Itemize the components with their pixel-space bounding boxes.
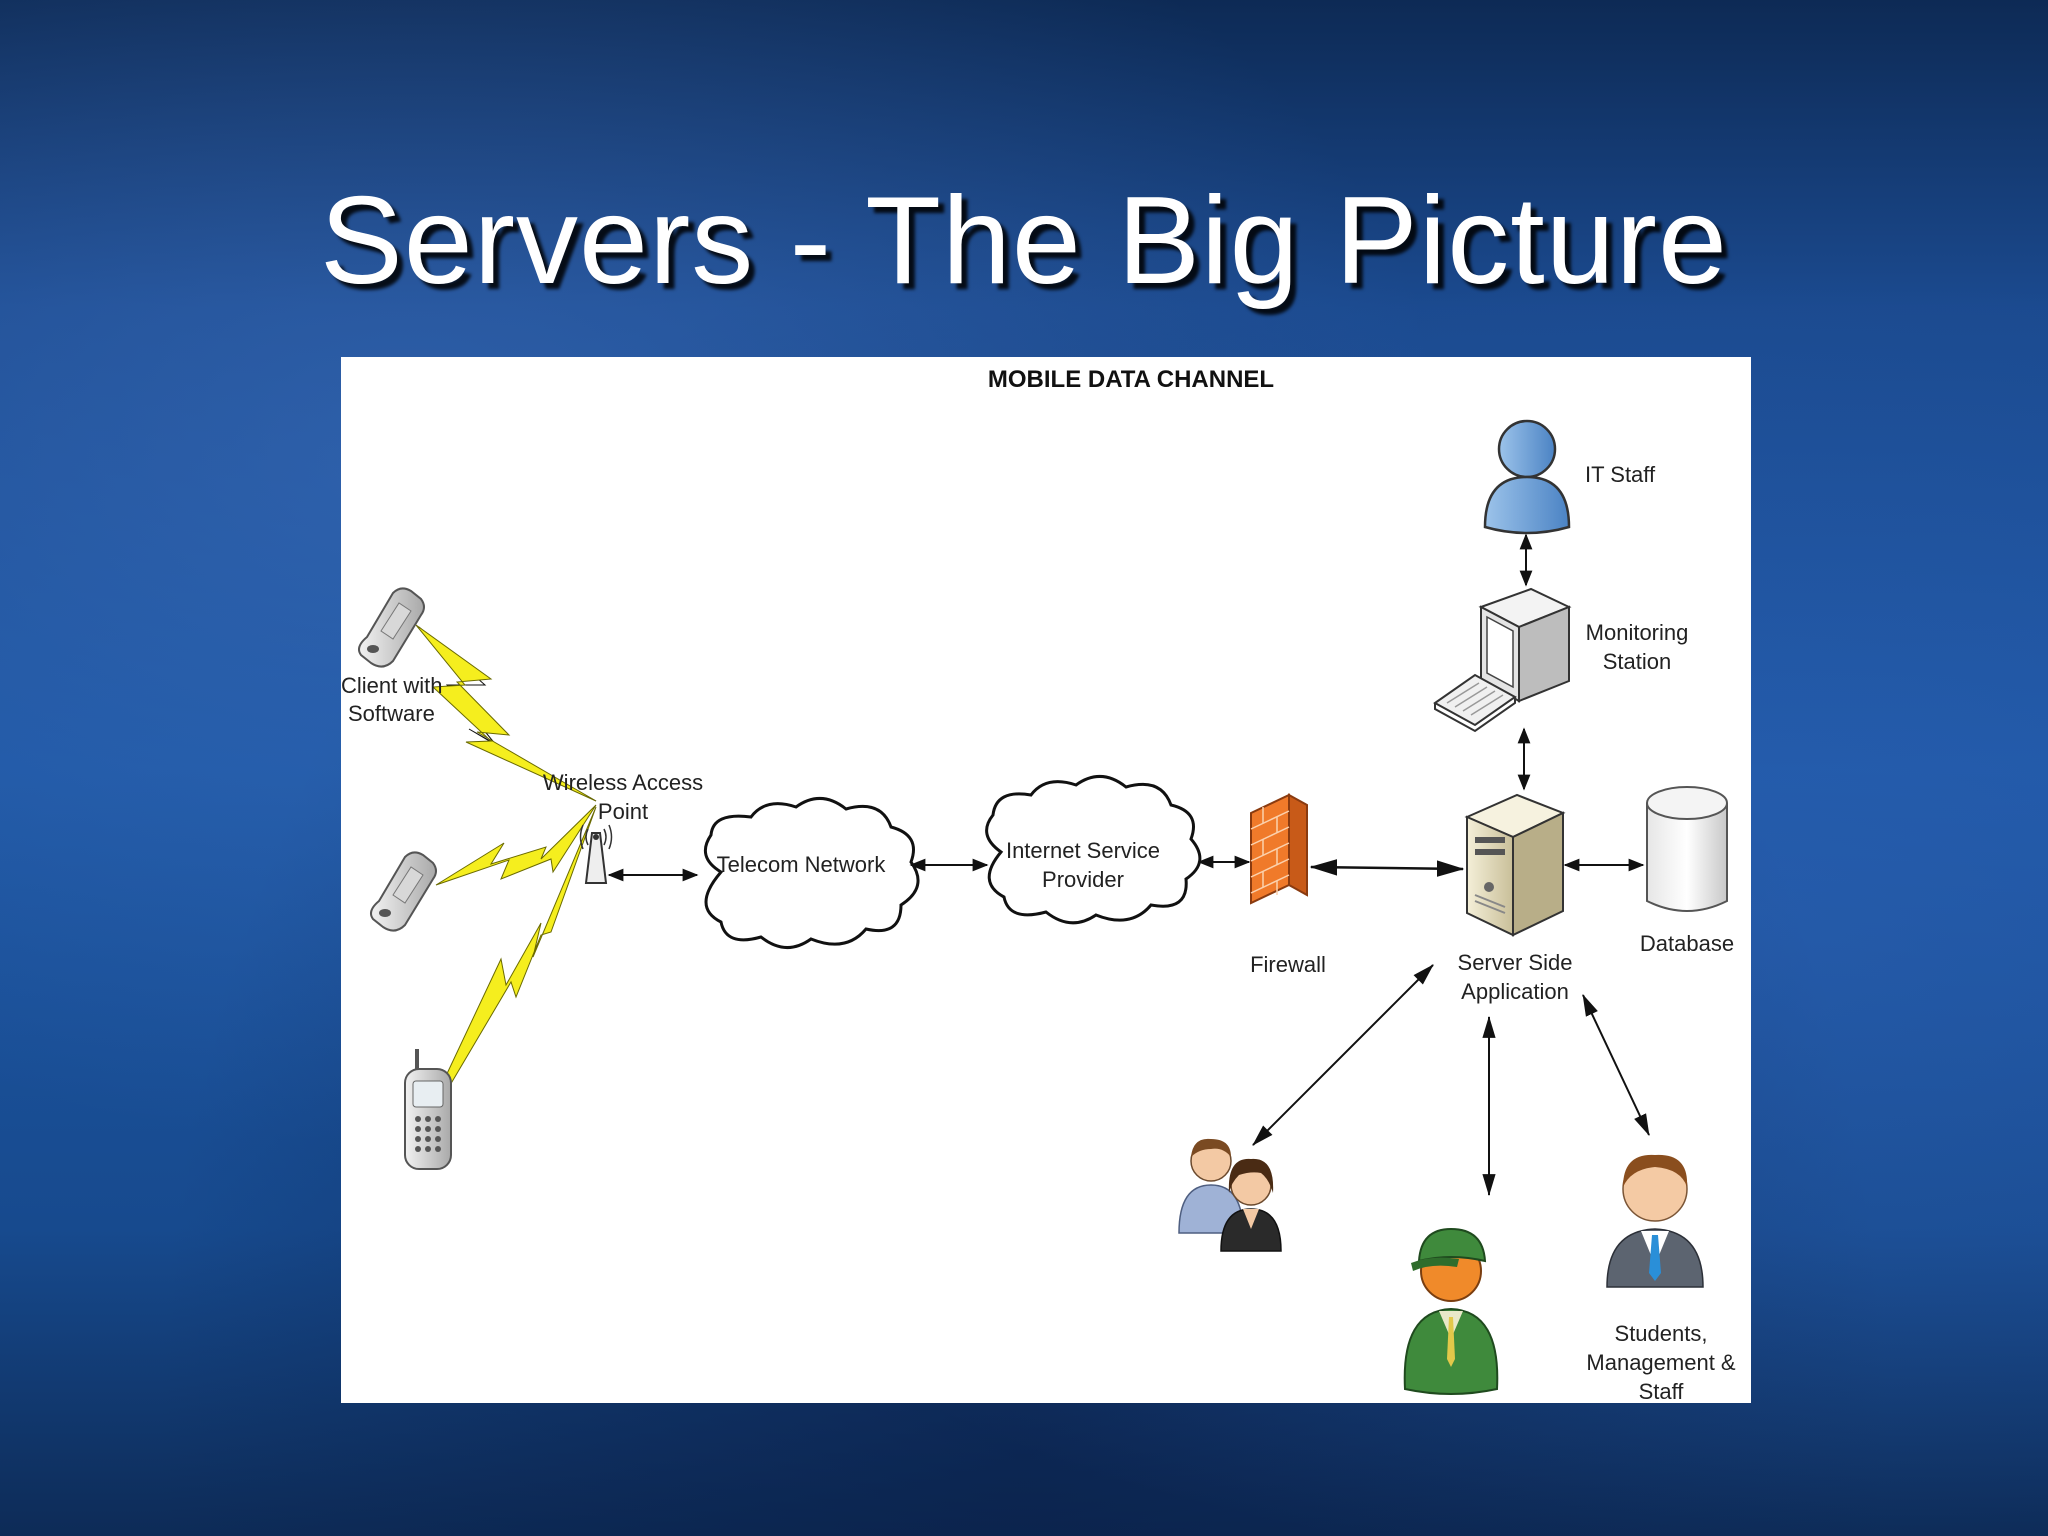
wireless-link-2 [435,804,597,886]
server-label-line1: Server Side [1458,950,1573,975]
wap-label-line2: Point [598,799,648,824]
cloud-icon [985,775,1202,925]
monitoring-label-line1: Monitoring [1586,620,1689,645]
wireless-link-1 [415,624,597,802]
link-server-businessman [1582,994,1650,1136]
client-label-line2: Software [348,701,435,726]
keyboard-icon [1433,673,1517,733]
database-icon [1646,786,1728,912]
worker-icon [1403,1227,1499,1395]
server-label-line2: Application [1461,979,1569,1004]
database-label: Database [1640,931,1734,956]
monitor-icon [1478,587,1572,703]
candybar-phone-icon [404,1049,452,1170]
network-diagram: MOBILE DATA CHANNEL Client with Software [341,357,1751,1403]
businessman-icon [1606,1154,1704,1288]
slide-title: Servers - The Big Picture [320,172,1728,310]
person-icon [1483,419,1571,535]
diagram-canvas: MOBILE DATA CHANNEL Client with Software [341,366,1736,1403]
itstaff-label: IT Staff [1585,462,1656,487]
couple-icon [1178,1138,1282,1252]
link-firewall-server [1309,859,1465,877]
flip-phone-icon [370,851,437,932]
telecom-label: Telecom Network [717,852,887,877]
wap-label-line1: Wireless Access [543,770,703,795]
students-label-line3: Staff [1639,1379,1685,1403]
isp-label-line1: Internet Service [1006,838,1160,863]
link-server-couple [1252,964,1434,1146]
isp-label-line2: Provider [1042,867,1124,892]
client-label-line1: Client with [341,673,442,698]
firewall-icon [1250,793,1308,905]
diagram-title: MOBILE DATA CHANNEL [988,366,1274,393]
wireless-link-3 [434,806,597,1099]
students-label-line1: Students, [1615,1321,1708,1346]
flip-phone-icon [358,587,425,668]
server-icon [1464,793,1566,937]
students-label-line2: Management & [1586,1350,1736,1375]
monitoring-label-line2: Station [1603,649,1672,674]
antenna-icon [579,824,613,884]
firewall-label: Firewall [1250,952,1326,977]
